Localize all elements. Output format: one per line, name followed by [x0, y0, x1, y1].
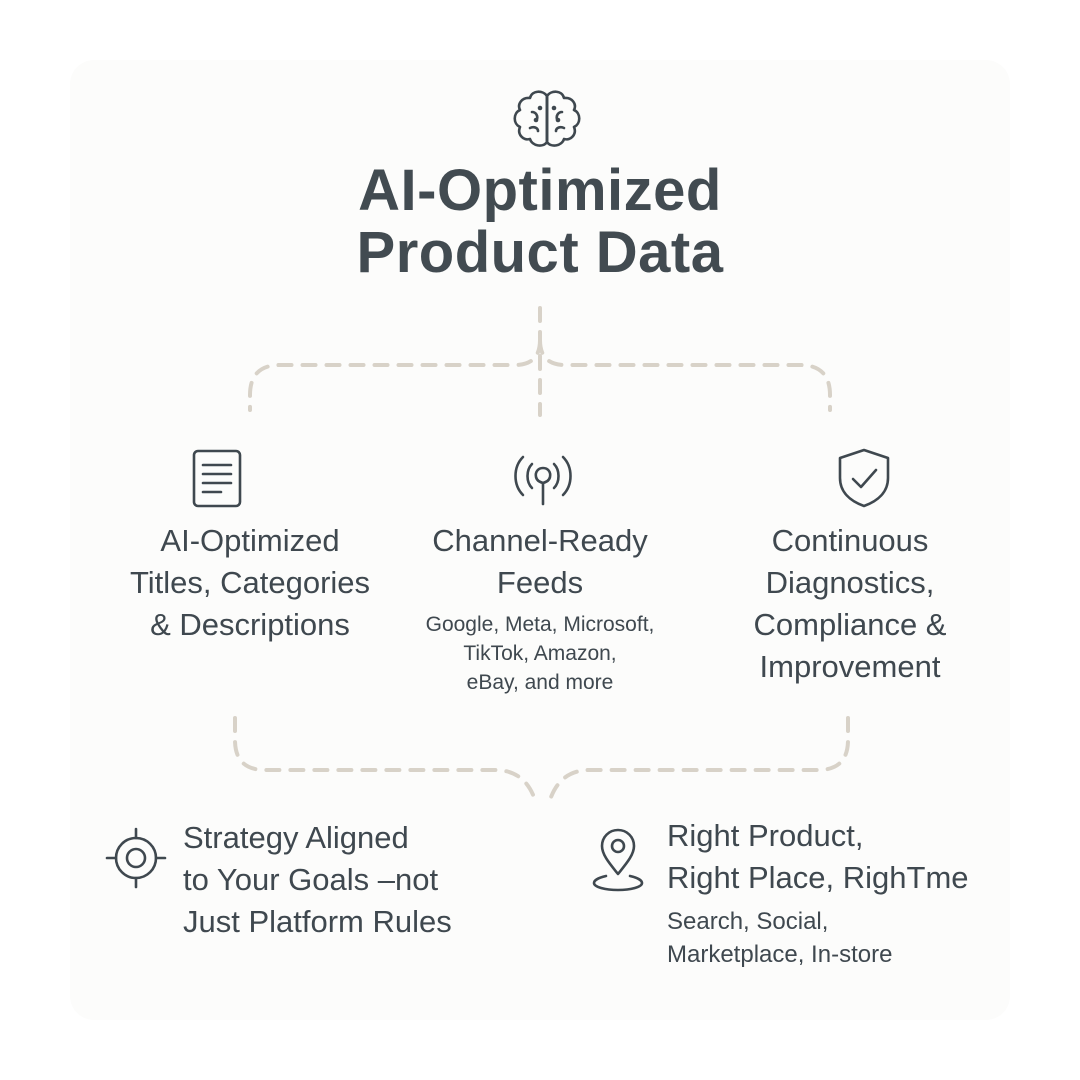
pillar-subtitle-line: eBay, and more	[466, 671, 614, 694]
pillar-subtitle-line: TikTok, Amazon,	[463, 642, 617, 665]
brain-icon	[510, 88, 584, 152]
pillar-title: Channel-Ready Feeds	[380, 520, 700, 604]
main-title-line-2: Product Data	[356, 220, 724, 285]
pillar-title-line: Feeds	[496, 565, 584, 600]
main-title-line-1: AI-Optimized	[358, 158, 722, 223]
background-panel	[70, 60, 1010, 1020]
main-title: AI-Optimized Product Data	[240, 160, 840, 284]
pillar-title-line: Titles, Categories	[129, 565, 371, 600]
pillar-title-line: AI-Optimized	[160, 523, 340, 558]
pillar-subtitle: Google, Meta, Microsoft, TikTok, Amazon,…	[380, 610, 700, 697]
pillar-title-line: Continuous	[771, 523, 929, 558]
pillar-title-line: & Descriptions	[150, 607, 350, 642]
outcome-title-line: Right Place, RighTme	[667, 860, 969, 895]
pillar-title-line: Improvement	[759, 649, 941, 684]
pillar-subtitle-line: Google, Meta, Microsoft,	[425, 613, 655, 636]
outcome-subtitle: Search, Social, Marketplace, In-store	[667, 905, 1007, 971]
pillar-channel-ready-feeds: Channel-Ready Feeds Google, Meta, Micros…	[380, 520, 700, 697]
pillar-title: Continuous Diagnostics, Compliance & Imp…	[690, 520, 1010, 688]
pillar-title-line: Channel-Ready	[432, 523, 648, 558]
document-icon	[190, 448, 246, 510]
upper-brace	[248, 338, 832, 412]
pillar-title-line: Diagnostics,	[765, 565, 935, 600]
pillar-continuous-diagnostics: Continuous Diagnostics, Compliance & Imp…	[690, 520, 1010, 688]
outcome-subtitle-line: Marketplace, In-store	[667, 941, 893, 968]
location-pin-icon	[590, 826, 646, 894]
outcome-subtitle-line: Search, Social,	[667, 908, 829, 935]
broadcast-antenna-icon	[508, 450, 578, 508]
pillar-title: AI-Optimized Titles, Categories & Descri…	[70, 520, 430, 646]
outcome-right-product: Right Product, Right Place, RighTme	[667, 815, 1007, 899]
shield-check-icon	[834, 446, 894, 510]
outcome-title-line: Strategy Aligned	[183, 820, 409, 855]
outcome-title-line: Right Product,	[667, 818, 864, 853]
lower-brace	[233, 716, 850, 802]
outcome-strategy-aligned: Strategy Aligned to Your Goals –not Just…	[183, 817, 543, 943]
outcome-title-line: to Your Goals –not	[183, 862, 439, 897]
target-icon	[104, 826, 168, 890]
pillar-title-line: Compliance &	[753, 607, 947, 642]
outcome-title-line: Just Platform Rules	[183, 904, 452, 939]
pillar-ai-optimized-content: AI-Optimized Titles, Categories & Descri…	[70, 520, 430, 646]
